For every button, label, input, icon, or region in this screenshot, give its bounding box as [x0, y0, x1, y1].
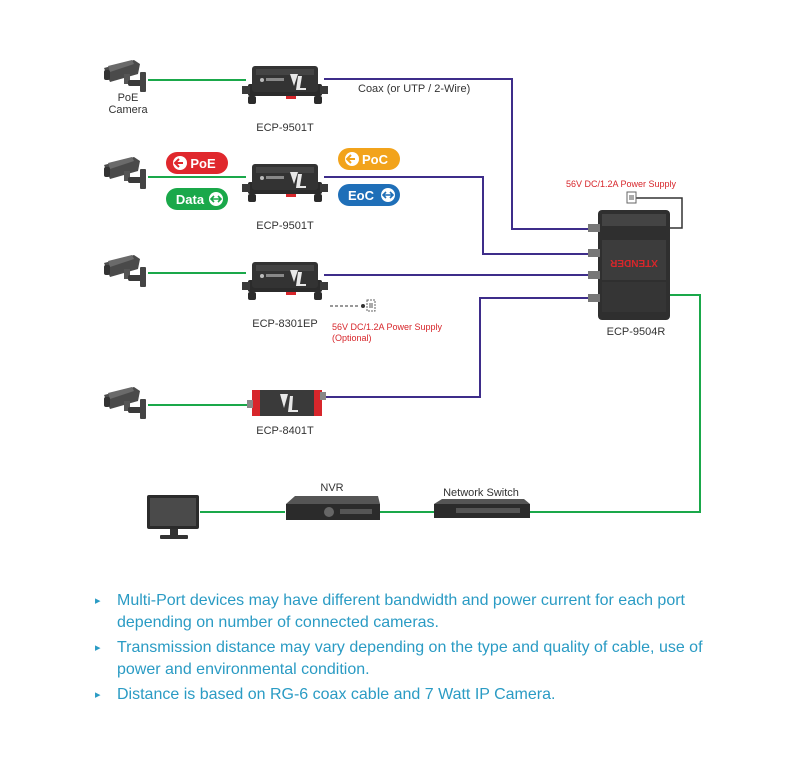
- svg-text:PoC: PoC: [362, 152, 389, 167]
- monitor-icon: [147, 495, 199, 539]
- note-item-2: ▸Transmission distance may vary dependin…: [95, 639, 703, 678]
- network-diagram: XTENDER PoE Data PoC: [104, 60, 701, 539]
- camera-icon-2: [104, 157, 146, 189]
- bullet-icon: ▸: [95, 595, 101, 607]
- device3-label: ECP-8301EP: [252, 318, 317, 330]
- psu-wire: [632, 197, 683, 229]
- poc-badge: PoC: [338, 148, 400, 170]
- eoc-badge: EoC: [338, 184, 400, 206]
- ecp-9501t-device-1: [242, 66, 328, 104]
- psu-main-label: 56V DC/1.2A Power Supply: [566, 179, 677, 189]
- poe-camera-label-1: PoE: [118, 92, 139, 104]
- nvr-label: NVR: [320, 482, 343, 494]
- note-item-3: ▸Distance is based on RG-6 coax cable an…: [93, 684, 733, 706]
- note-item-1: ▸Multi-Port devices may have different b…: [95, 592, 685, 631]
- data-badge: Data: [166, 188, 228, 210]
- ecp-9504r-receiver: XTENDER: [588, 210, 670, 320]
- network-switch-label: Network Switch: [443, 487, 519, 499]
- ecp-9501t-device-2: [242, 164, 328, 202]
- network-switch-device: [434, 499, 530, 518]
- bullet-icon: ▸: [95, 642, 101, 654]
- receiver-label: ECP-9504R: [607, 326, 666, 338]
- nvr-device: [286, 496, 380, 520]
- poe-camera-label-2: Camera: [108, 104, 148, 116]
- bullet-icon: ▸: [95, 689, 101, 701]
- psu-optional-label-2: (Optional): [332, 333, 372, 343]
- svg-text:PoE: PoE: [190, 156, 216, 171]
- device1-label: ECP-9501T: [256, 122, 314, 134]
- svg-text:EoC: EoC: [348, 188, 375, 203]
- device4-label: ECP-8401T: [256, 425, 314, 437]
- svg-text:Data: Data: [176, 192, 205, 207]
- device2-label: ECP-9501T: [256, 220, 314, 232]
- ethernet-lines: [148, 79, 701, 513]
- camera-icon-3: [104, 255, 146, 287]
- poe-badge: PoE: [166, 152, 228, 174]
- coax-label: Coax (or UTP / 2-Wire): [358, 83, 470, 95]
- ecp-8301ep-device: [242, 262, 328, 300]
- coax-lines: [320, 78, 594, 398]
- notes-list: ▸Multi-Port devices may have different b…: [93, 590, 733, 709]
- ecp-8401t-device: [247, 390, 326, 416]
- svg-text:XTENDER: XTENDER: [609, 257, 658, 268]
- camera-icon-4: [104, 387, 146, 419]
- camera-icon-1: [104, 60, 146, 92]
- psu-optional-label-1: 56V DC/1.2A Power Supply: [332, 322, 443, 332]
